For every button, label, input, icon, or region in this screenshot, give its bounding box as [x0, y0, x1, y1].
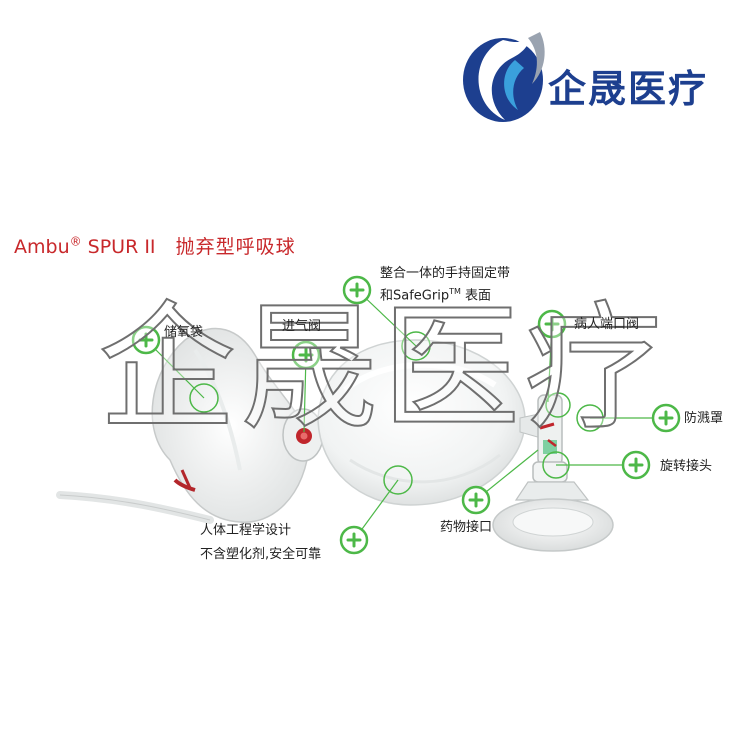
plus-circle-icon	[651, 403, 681, 433]
label-integrated-strap: 整合一体的手持固定带 和SafeGripTM 表面	[380, 265, 510, 305]
reservoir-bag	[151, 327, 311, 523]
label-swivel-connector: 旋转接头	[660, 459, 713, 474]
plus-circle-icon	[342, 275, 372, 305]
company-name: 企晟医疗	[548, 67, 709, 111]
label-integrated-strap-line2: 和SafeGripTM 表面	[380, 287, 492, 304]
oxygen-tubing	[56, 491, 214, 524]
company-logo-icon	[463, 32, 545, 122]
product-title: Ambu® SPUR II 抛弃型呼吸球	[14, 232, 296, 259]
plus-circle-icon	[537, 309, 567, 339]
hotspot-rings	[189, 331, 604, 495]
label-ergonomic-line1: 人体工程学设计	[200, 523, 292, 538]
label-medication-port: 药物接口	[440, 520, 493, 535]
plus-circle-icon	[131, 325, 161, 355]
label-patient-valve: 病人端口阀	[574, 317, 640, 332]
patient-valve	[537, 394, 563, 466]
product-name-cn: 抛弃型呼吸球	[175, 236, 296, 258]
face-mask	[492, 481, 614, 552]
plus-markers	[131, 275, 681, 555]
label-reservoir-bag: 储氧袋	[164, 325, 204, 340]
label-splash-guard: 防溅罩	[684, 411, 724, 426]
watermark-text: 企晟医疗	[97, 288, 667, 449]
plus-circle-icon	[291, 340, 321, 370]
label-ergonomic-line2: 不含塑化剂,安全可靠	[200, 547, 322, 562]
registered-mark: ®	[69, 234, 82, 249]
plus-circle-icon	[621, 450, 651, 480]
label-integrated-strap-line1: 整合一体的手持固定带	[380, 266, 511, 281]
product-model: SPUR II	[87, 236, 156, 258]
plus-circle-icon	[461, 485, 491, 515]
plus-circle-icon	[339, 525, 369, 555]
label-intake-valve: 进气阀	[282, 319, 322, 334]
label-ergonomic: 人体工程学设计 不含塑化剂,安全可靠	[200, 522, 321, 564]
product-brand: Ambu	[14, 236, 70, 258]
compression-bag	[317, 339, 526, 506]
